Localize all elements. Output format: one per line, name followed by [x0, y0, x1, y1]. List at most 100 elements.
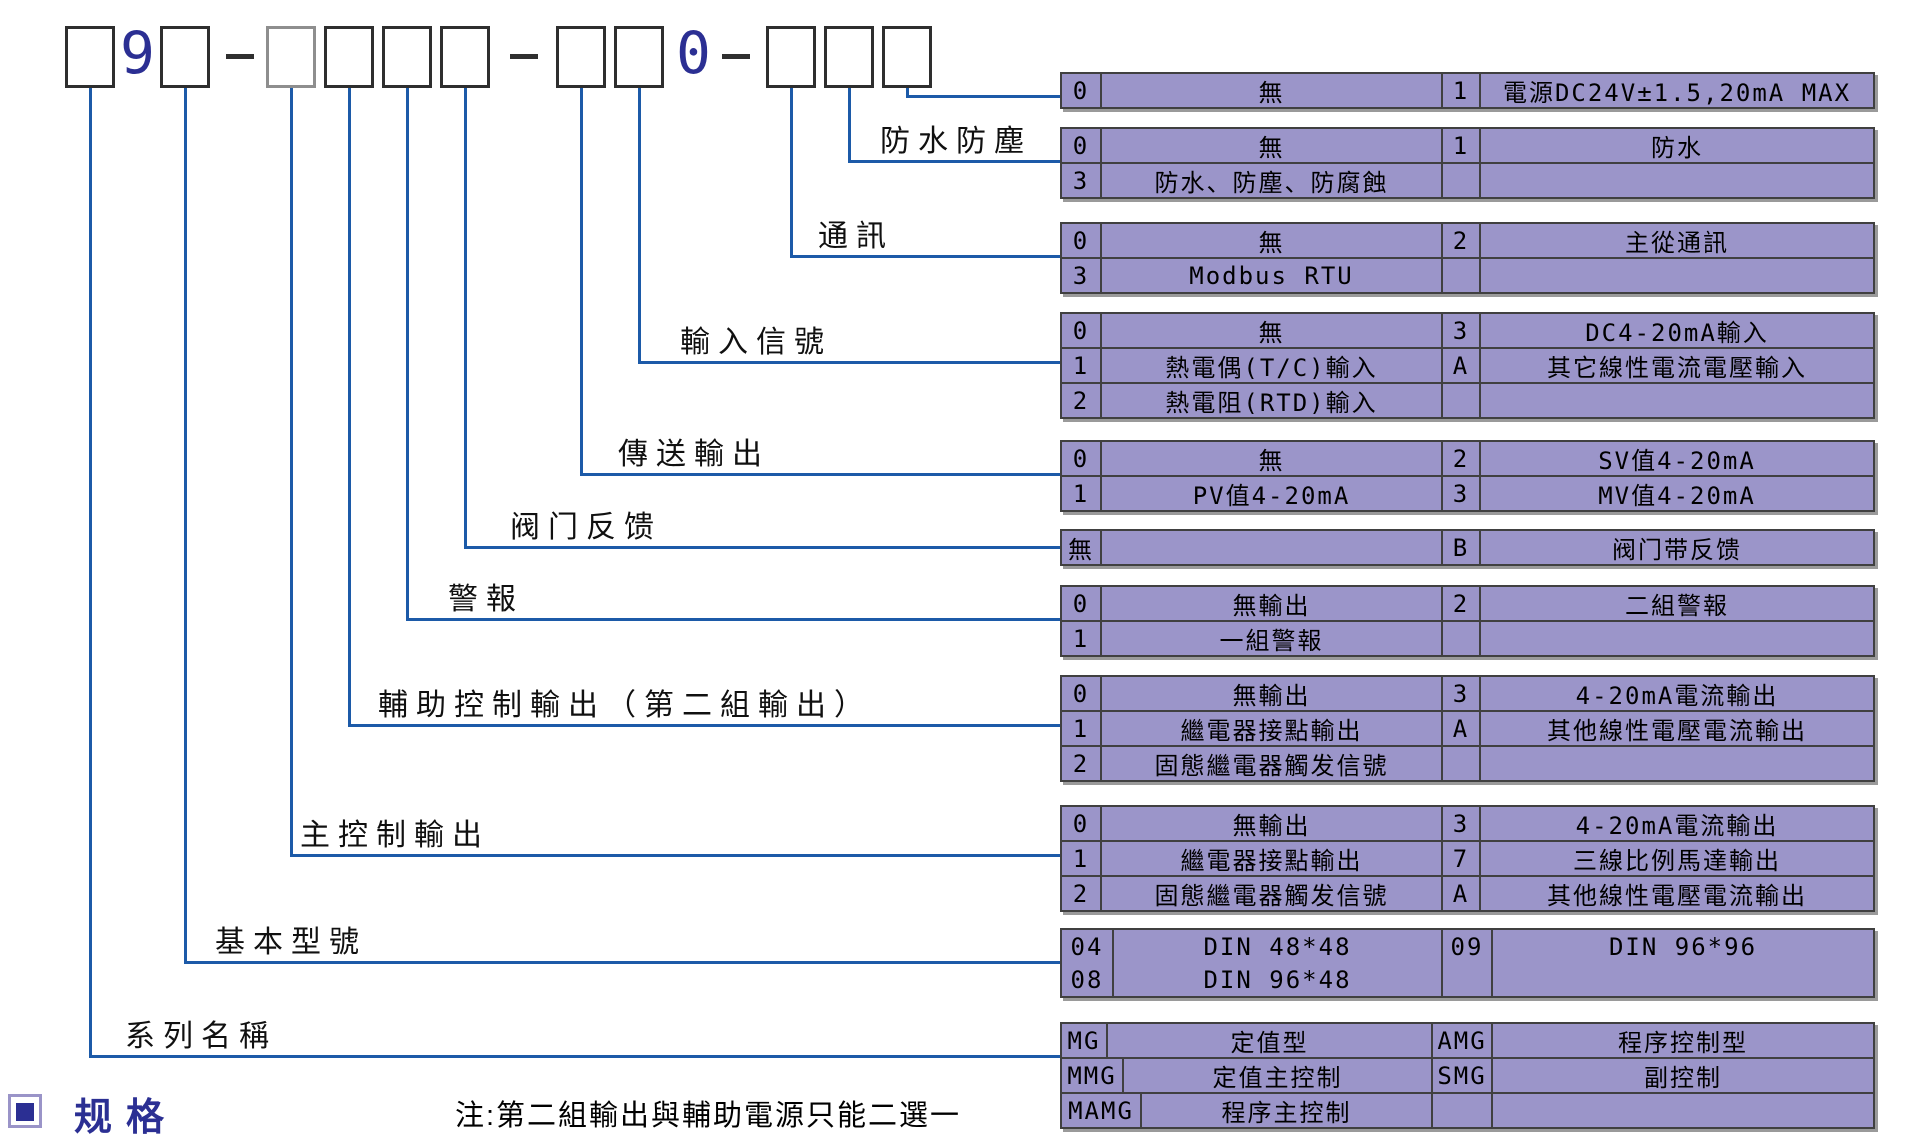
desc-cell: 無: [1258, 79, 1285, 107]
code-cell: A: [1441, 712, 1481, 745]
code-cell: 2: [1062, 384, 1102, 417]
desc-cell: 固態繼電器觸发信號: [1154, 752, 1389, 780]
model-digit-box-waterproof: [824, 26, 874, 88]
option-table-aux-power: 0 無 1 電源DC24V±1.5,20mA MAX: [1060, 72, 1875, 109]
desc-cell: 二組警報: [1625, 592, 1729, 620]
footnote: 注:第二組輸出與輔助電源只能二選一: [455, 1100, 962, 1132]
code-cell: 09: [1441, 930, 1493, 963]
code-cell: [1441, 259, 1481, 292]
option-table-series-name: MG 定值型 AMG 程序控制型 MMG 定值主控制 SMG 副控制 MAMG …: [1060, 1022, 1875, 1129]
desc-cell: 其他線性電壓電流輸出: [1547, 717, 1807, 745]
desc-cell: 繼電器接點輸出: [1180, 847, 1363, 875]
code-cell: 0: [1062, 677, 1102, 710]
desc-cell: 防水、防塵、防腐蝕: [1154, 169, 1389, 197]
table-row: 無 B 阀门带反馈: [1062, 531, 1873, 564]
connector: [406, 88, 409, 621]
desc-cell: 防水: [1651, 134, 1703, 162]
table-row: 04 DIN 48*48 09 DIN 96*96: [1062, 930, 1873, 963]
model-digit-box-input-signal: [614, 26, 664, 88]
desc-cell: 無: [1258, 447, 1285, 475]
table-row: 0 無輸出 3 4-20mA電流輸出: [1062, 807, 1873, 840]
table-row: 0 無 1 電源DC24V±1.5,20mA MAX: [1062, 74, 1873, 107]
table-row: 2 熱電阻(RTD)輸入: [1062, 382, 1873, 417]
desc-cell: 程序控制型: [1618, 1029, 1748, 1057]
section-bullet-icon: [8, 1094, 42, 1128]
table-row: 2 固態繼電器觸发信號 A 其他線性電壓電流輸出: [1062, 875, 1873, 910]
desc-cell: 無: [1258, 319, 1285, 347]
model-digit-box-valve-feedback: [440, 26, 490, 88]
table-row: 1 繼電器接點輸出 7 三線比例馬達輸出: [1062, 840, 1873, 875]
table-row: 0 無輸出 3 4-20mA電流輸出: [1062, 677, 1873, 710]
code-cell: B: [1441, 531, 1481, 564]
desc-cell: 主從通訊: [1625, 229, 1729, 257]
table-row: MMG 定值主控制 SMG 副控制: [1062, 1057, 1873, 1092]
desc-cell: [1493, 1094, 1873, 1127]
option-table-valve-feedback: 無 B 阀门带反馈: [1060, 529, 1875, 566]
desc-cell: 無輸出: [1232, 812, 1311, 840]
desc-cell: [1481, 384, 1873, 417]
code-cell: 0: [1062, 129, 1102, 162]
table-row: 3 Modbus RTU: [1062, 257, 1873, 292]
desc-cell: [1102, 531, 1441, 564]
connector: [580, 88, 583, 476]
option-table-input-signal: 0 無 3 DC4-20mA輸入 1 熱電偶(T/C)輸入 A 其它線性電流電壓…: [1060, 312, 1875, 419]
connector: [790, 255, 1062, 258]
connector: [638, 88, 641, 364]
code-cell: MMG: [1062, 1059, 1124, 1092]
code-cell: A: [1441, 349, 1481, 382]
code-cell: 0: [1062, 74, 1102, 107]
table-row: 1 熱電偶(T/C)輸入 A 其它線性電流電壓輸入: [1062, 347, 1873, 382]
code-cell: [1441, 963, 1493, 996]
table-row: MG 定值型 AMG 程序控制型: [1062, 1024, 1873, 1057]
code-cell: 3: [1441, 477, 1481, 510]
table-row: 3 防水、防塵、防腐蝕: [1062, 162, 1873, 197]
desc-cell: PV值4-20mA: [1192, 482, 1351, 510]
code-cell: MG: [1062, 1024, 1108, 1057]
option-table-waterproof: 0 無 1 防水 3 防水、防塵、防腐蝕: [1060, 127, 1875, 199]
option-table-basic-model: 04 DIN 48*48 09 DIN 96*96 08 DIN 96*48: [1060, 928, 1875, 998]
code-cell: 1: [1441, 129, 1481, 162]
group-label-aux-control: 輔助控制輸出（第二組輸出）: [378, 689, 872, 722]
connector: [848, 160, 1062, 163]
group-label-valve-feedback: 阀门反馈: [510, 511, 662, 544]
connector: [406, 618, 1062, 621]
model-fixed-digit-0: 0: [676, 19, 711, 87]
connector: [89, 88, 92, 1058]
table-row: 1 繼電器接點輸出 A 其他線性電壓電流輸出: [1062, 710, 1873, 745]
table-row: 1 PV值4-20mA 3 MV值4-20mA: [1062, 475, 1873, 510]
option-table-retransmission: 0 無 2 SV值4-20mA 1 PV值4-20mA 3 MV值4-20mA: [1060, 440, 1875, 512]
code-cell: [1441, 622, 1481, 655]
desc-cell: 阀门带反馈: [1612, 536, 1742, 564]
group-label-communication: 通訊: [818, 220, 894, 253]
desc-cell: 4-20mA電流輸出: [1575, 682, 1779, 710]
code-cell: 3: [1441, 807, 1481, 840]
desc-cell: 其他線性電壓電流輸出: [1547, 882, 1807, 910]
desc-cell: 無輸出: [1232, 592, 1311, 620]
desc-cell: 定值主控制: [1212, 1064, 1343, 1092]
code-cell: [1431, 1094, 1493, 1127]
model-digit-box-communication: [766, 26, 816, 88]
desc-cell: MV值4-20mA: [1598, 482, 1756, 510]
code-cell: 3: [1062, 164, 1102, 197]
desc-cell: SV值4-20mA: [1598, 447, 1756, 475]
desc-cell: 無: [1258, 134, 1285, 162]
desc-cell: [1481, 622, 1873, 655]
code-cell: 2: [1062, 747, 1102, 780]
connector: [580, 473, 1062, 476]
table-row: 0 無 3 DC4-20mA輸入: [1062, 314, 1873, 347]
model-digit-box-retransmission: [556, 26, 606, 88]
desc-cell: 定值型: [1230, 1029, 1309, 1057]
table-row: 0 無輸出 2 二組警報: [1062, 587, 1873, 620]
code-cell: 0: [1062, 314, 1102, 347]
model-dash: [510, 54, 538, 59]
option-table-alarm: 0 無輸出 2 二組警報 1 一組警報: [1060, 585, 1875, 657]
code-cell: 0: [1062, 587, 1102, 620]
code-cell: [1441, 384, 1481, 417]
code-cell: 無: [1062, 531, 1102, 564]
table-row: 2 固態繼電器觸发信號: [1062, 745, 1873, 780]
code-cell: 1: [1062, 842, 1102, 875]
desc-cell: 程序主控制: [1221, 1099, 1352, 1127]
code-cell: 3: [1441, 677, 1481, 710]
code-cell: A: [1441, 877, 1481, 910]
